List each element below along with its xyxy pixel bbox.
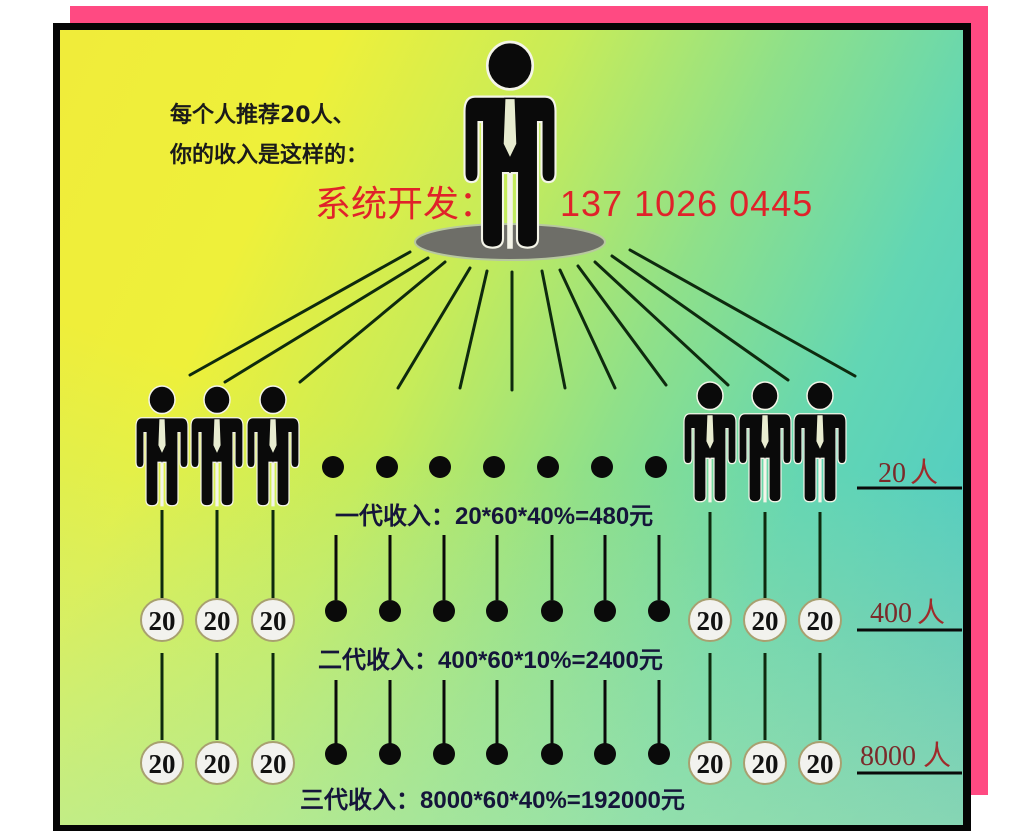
badge-value: 20 (204, 606, 231, 636)
badge-value: 20 (260, 749, 287, 779)
person-icon (135, 385, 189, 507)
formula-generation-1: 一代收入：20*60*40%=480元 (335, 503, 653, 530)
level-unit: 人 (917, 596, 945, 629)
level-unit: 人 (910, 456, 938, 489)
badge-value: 20 (260, 606, 287, 636)
level2-right-badges: 20 20 20 (688, 598, 842, 642)
fanout-lines (188, 248, 857, 392)
level3-dots (325, 743, 670, 765)
badge-value: 20 (752, 749, 779, 779)
badge-value: 20 (807, 749, 834, 779)
diagram-canvas: 每个人推荐20人、 你的收入是这样的： 系统开发： 137 1026 0445 (60, 30, 963, 825)
connectors-middle-2 (334, 680, 661, 745)
level-count: 20 (878, 458, 906, 489)
level1-right-people (683, 381, 847, 503)
level-label-2: 400 人 (857, 596, 962, 632)
formula-generation-2: 二代收入：400*60*10%=2400元 (318, 647, 663, 674)
formula-generation-3: 三代收入：8000*60*40%=192000元 (300, 787, 685, 814)
badge-value: 20 (697, 749, 724, 779)
level2-dots (325, 600, 670, 622)
person-icon (738, 381, 792, 503)
connectors-sides-2 (160, 653, 822, 740)
person-icon (683, 381, 737, 503)
contact-phone: 137 1026 0445 (560, 183, 813, 224)
heading-line-1: 每个人推荐20人、 (170, 102, 355, 128)
badge-value: 20 (807, 606, 834, 636)
connectors-middle-1 (334, 535, 661, 600)
person-icon (246, 385, 300, 507)
level-unit: 人 (923, 739, 951, 772)
referral-tree-diagram: 每个人推荐20人、 你的收入是这样的： 系统开发： 137 1026 0445 (135, 40, 962, 814)
badge-value: 20 (752, 606, 779, 636)
badge-value: 20 (204, 749, 231, 779)
heading-line-2: 你的收入是这样的： (169, 142, 368, 168)
level2-left-badges: 20 20 20 (140, 598, 295, 642)
person-icon (793, 381, 847, 503)
badge-value: 20 (149, 749, 176, 779)
level3-right-badges: 20 20 20 (688, 741, 842, 785)
level-count: 400 (870, 598, 912, 629)
connectors-sides-1 (160, 510, 822, 598)
person-icon (190, 385, 244, 507)
level1-dots (322, 456, 667, 478)
level3-left-badges: 20 20 20 (140, 741, 295, 785)
level-label-1: 20 人 (857, 456, 962, 490)
level-count: 8000 (860, 741, 916, 772)
level1-left-people (135, 385, 300, 507)
badge-value: 20 (149, 606, 176, 636)
contact-label: 系统开发： (315, 184, 495, 225)
level-label-3: 8000 人 (857, 739, 962, 775)
badge-value: 20 (697, 606, 724, 636)
